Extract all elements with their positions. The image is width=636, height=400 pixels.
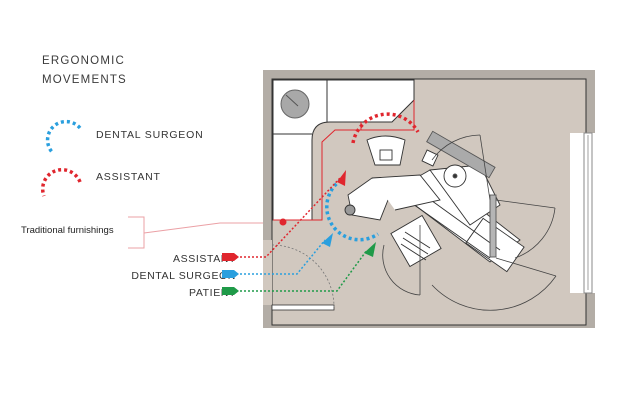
surgeon-figure — [344, 135, 441, 221]
window — [583, 132, 593, 294]
patient-path — [222, 242, 376, 295]
legend-arc-assistant — [40, 168, 82, 197]
assistant-stool — [390, 214, 442, 268]
dental-surgeon-movement-arc — [325, 178, 379, 242]
assistant-path — [222, 170, 346, 261]
door — [271, 244, 335, 311]
title-line-1: ERGONOMIC — [42, 55, 125, 67]
furnishings-bracket — [128, 216, 282, 249]
legend-arc-dental-surgeon — [45, 119, 82, 154]
path-label-dental-surgeon: DENTAL SURGEON — [131, 270, 236, 282]
legend-label-assistant: ASSISTANT — [96, 171, 161, 183]
delivery-unit — [421, 130, 497, 258]
cabinetry — [272, 79, 415, 221]
diagram-title: ERGONOMIC MOVEMENTS — [42, 52, 127, 90]
path-label-assistant: ASSISTANT — [173, 253, 236, 265]
title-line-2: MOVEMENTS — [42, 74, 127, 86]
assistant-movement-arc — [351, 112, 420, 144]
swing-arcs — [382, 134, 557, 311]
dental-surgeon-path — [222, 233, 333, 278]
traditional-furnishings-label: Traditional furnishings — [21, 225, 114, 236]
legend-label-dental-surgeon: DENTAL SURGEON — [96, 129, 204, 141]
